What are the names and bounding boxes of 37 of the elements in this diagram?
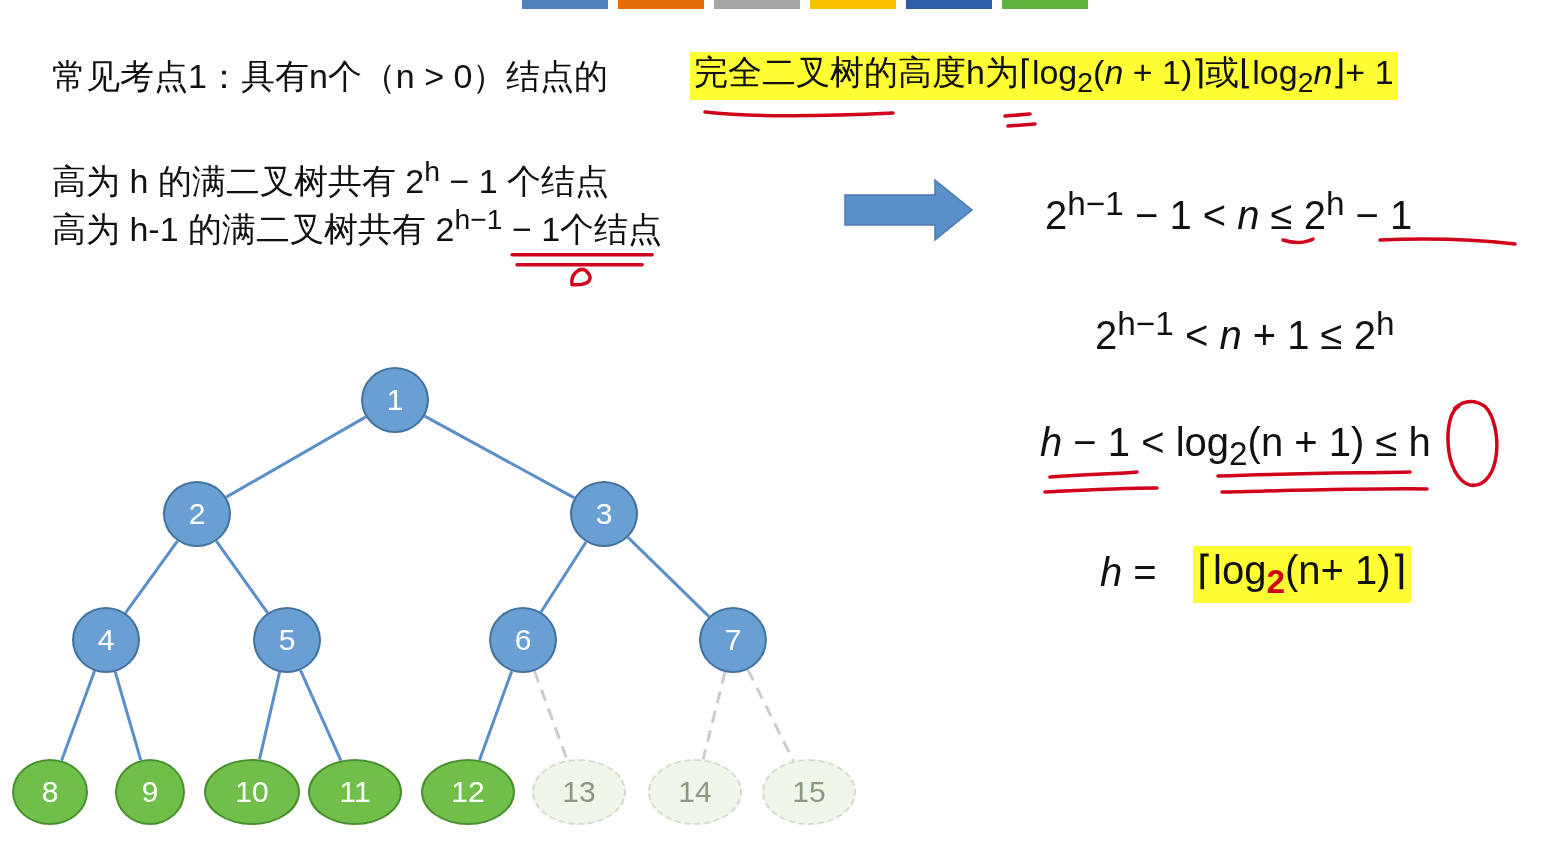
tree-node: 1 xyxy=(361,367,429,433)
tree-edge xyxy=(299,669,343,762)
tree-node: 14 xyxy=(648,759,742,825)
tree-edge xyxy=(626,536,711,618)
tree-edge xyxy=(60,670,96,762)
tree-edge xyxy=(746,669,795,762)
tree-edge xyxy=(124,540,179,614)
tree-edge xyxy=(478,670,514,761)
text-line: 高为 h 的满二叉树共有 2$^{h}$ − 1 个结点 xyxy=(52,156,610,201)
tree-node: 2 xyxy=(163,481,231,547)
formula: ⌈log$_{2}$(n+ 1)⌉ xyxy=(1193,546,1411,603)
tree-node: 3 xyxy=(570,481,638,547)
tree-node: 12 xyxy=(421,759,515,825)
tree-node: 4 xyxy=(72,607,140,673)
tree-edge xyxy=(701,671,727,760)
tree-edge xyxy=(533,670,569,761)
text-line: 高为 h-1 的满二叉树共有 2$^{h−1}$ − 1个结点 xyxy=(52,204,663,249)
text-line: 常见考点1：具有n个（n > 0）结点的 xyxy=(52,58,609,96)
tree-node: 11 xyxy=(308,759,402,825)
tree-edge xyxy=(258,671,282,760)
tree-node: 6 xyxy=(489,607,557,673)
tree-node: 8 xyxy=(12,759,88,825)
tree-node: 10 xyxy=(204,759,300,825)
tree-node: 13 xyxy=(532,759,626,825)
tree-node: 9 xyxy=(115,759,185,825)
tree-edge xyxy=(225,415,367,499)
formula: h − 1 < log$_{2}$(n + 1) ≤ h xyxy=(1040,420,1431,473)
formula: h = xyxy=(1100,550,1157,594)
tree-node: 15 xyxy=(762,759,856,825)
tree-edge xyxy=(113,671,143,761)
tree-edge xyxy=(215,540,269,614)
formula: 2$^{h−1}$ − 1 < n ≤ 2$^{h}$ − 1 xyxy=(1045,186,1413,238)
formula: 2$^{h−1}$ < n + 1 ≤ 2$^{h}$ xyxy=(1095,306,1395,358)
tree-node: 7 xyxy=(699,607,767,673)
tree-node: 5 xyxy=(253,607,321,673)
tree-edge xyxy=(539,541,588,613)
tree-edge xyxy=(423,414,576,500)
